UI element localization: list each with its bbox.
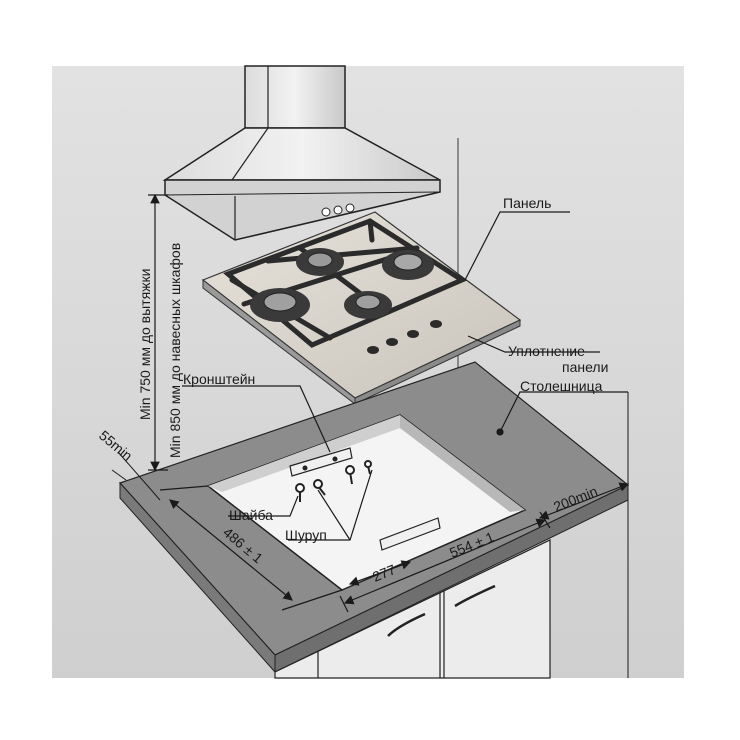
- burner-front-left: [250, 288, 310, 322]
- label-seal-line2: панели: [562, 359, 608, 375]
- label-countertop: Столешница: [520, 378, 603, 394]
- label-screw: Шуруп: [285, 527, 327, 543]
- label-bracket: Кронштейн: [183, 371, 255, 387]
- label-washer: Шайба: [229, 507, 273, 523]
- burner-rear-left: [296, 248, 344, 276]
- side-margin-dimension: [538, 482, 630, 520]
- bracket-offset-dimension: [348, 560, 412, 586]
- label-panel: Панель: [503, 195, 551, 211]
- range-hood: [162, 65, 441, 241]
- label-seal-line1: Уплотнение: [508, 343, 585, 359]
- dim-hood-clearance: Min 750 мм до вытяжки: [137, 269, 153, 420]
- clearance-dimensions: [148, 193, 168, 472]
- front-margin-dimension: [111, 451, 161, 501]
- burner-front-right: [344, 291, 392, 319]
- dim-cabinet-clearance: Min 850 мм до навесных шкафов: [167, 243, 183, 458]
- control-knobs: [367, 320, 442, 354]
- screws: [295, 460, 372, 502]
- bracket-rear: [289, 447, 353, 477]
- depth-dimension: [159, 485, 343, 611]
- burner-rear-right: [382, 250, 434, 280]
